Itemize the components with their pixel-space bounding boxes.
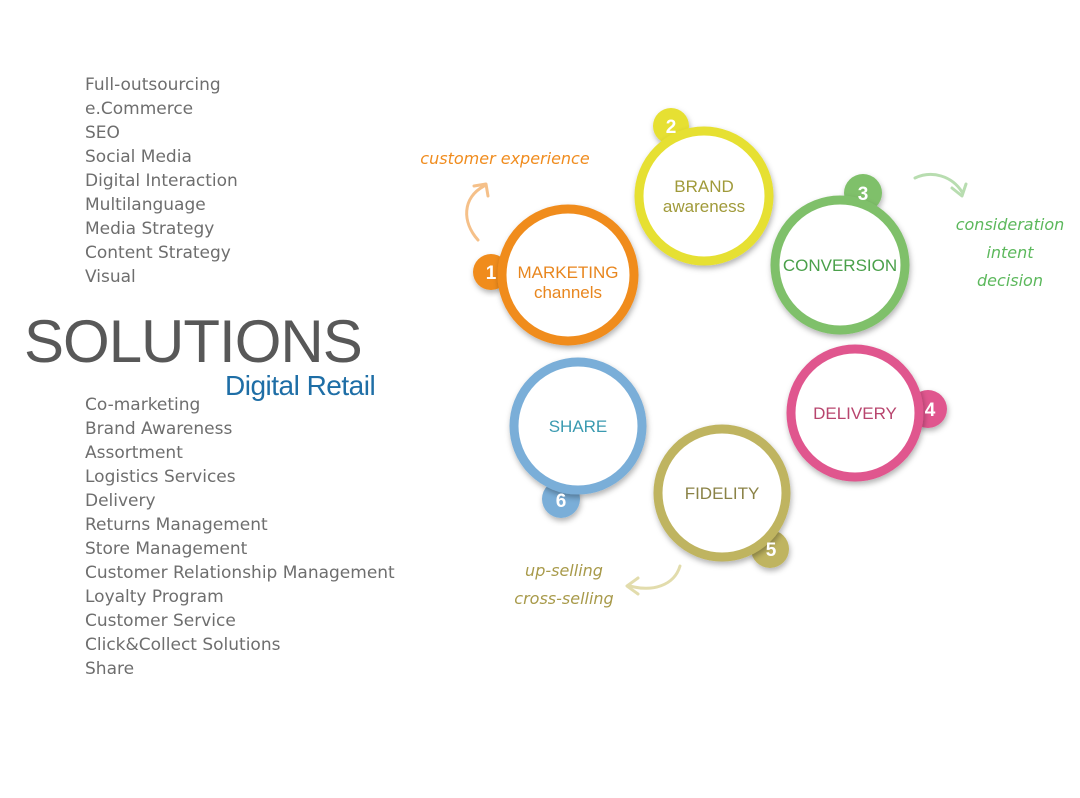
step-number-1: 1 — [486, 263, 497, 284]
note-intent: intent — [986, 243, 1034, 262]
list-item: Content Strategy — [85, 243, 231, 263]
arrowhead-conversion-icon — [950, 182, 968, 198]
step-ring-2 — [634, 126, 774, 266]
list-item: Store Management — [85, 539, 248, 559]
step-sublabel-1: channels — [534, 283, 602, 302]
step-label-4: DELIVERY — [813, 404, 897, 423]
list-item: Social Media — [85, 147, 192, 167]
step-conversion: 3 CONVERSION — [770, 174, 910, 335]
list-item: Returns Management — [85, 515, 268, 535]
note-cross-selling: cross-selling — [514, 589, 613, 608]
list-item: Share — [85, 659, 135, 679]
list-item: Assortment — [85, 443, 183, 463]
list-item: Customer Relationship Management — [85, 563, 395, 583]
list-item: e.Commerce — [85, 99, 194, 119]
step-marketing: 1 MARKETING channels — [473, 204, 639, 346]
solutions-subtitle: Digital Retail — [225, 370, 376, 401]
step-ring-6 — [509, 357, 647, 495]
arrow-fidelity-icon — [628, 564, 682, 590]
step-number-3: 3 — [858, 184, 869, 205]
arrow-conversion-icon — [913, 173, 964, 194]
step-sublabel-2: awareness — [663, 197, 745, 216]
list-item: Customer Service — [85, 611, 236, 631]
note-consideration: consideration — [956, 215, 1065, 234]
services-list-bottom: Co-marketing Brand Awareness Assortment … — [85, 393, 395, 681]
list-item: Delivery — [85, 491, 156, 511]
step-number-2: 2 — [666, 117, 677, 138]
arrowhead-fidelity-icon — [625, 576, 640, 596]
step-fidelity: 5 FIDELITY — [653, 424, 791, 568]
step-brand: 2 BRAND awareness — [634, 108, 774, 266]
step-number-4: 4 — [925, 400, 936, 421]
list-item: Brand Awareness — [85, 419, 233, 439]
services-list-top: Full-outsourcing e.Commerce SEO Social M… — [85, 73, 238, 289]
step-ring-1 — [497, 204, 639, 346]
list-item: Digital Interaction — [85, 171, 238, 191]
arrow-customer-experience-icon — [465, 184, 486, 242]
note-decision: decision — [977, 271, 1043, 290]
step-delivery: 4 DELIVERY — [786, 344, 947, 482]
step-ring-5 — [653, 424, 791, 562]
step-ring-3 — [770, 195, 910, 335]
step-number-6: 6 — [556, 491, 567, 512]
step-label-1: MARKETING — [517, 263, 618, 282]
list-item: Multilanguage — [85, 195, 206, 215]
arrowhead-customer-experience-icon — [472, 182, 490, 198]
step-number-5: 5 — [766, 540, 777, 561]
list-item: Media Strategy — [85, 219, 215, 239]
list-item: Loyalty Program — [85, 587, 224, 607]
solutions-title: SOLUTIONS — [24, 308, 363, 375]
list-item: Logistics Services — [85, 467, 236, 487]
step-label-5: FIDELITY — [685, 484, 760, 503]
list-item: Full-outsourcing — [85, 75, 221, 95]
list-item: Co-marketing — [85, 395, 201, 415]
note-up-selling: up-selling — [525, 561, 603, 580]
note-customer-experience: customer experience — [420, 149, 590, 168]
step-label-3: CONVERSION — [783, 256, 897, 275]
list-item: Click&Collect Solutions — [85, 635, 281, 655]
list-item: Visual — [85, 267, 136, 287]
step-share: 6 SHARE — [509, 357, 647, 518]
step-label-2: BRAND — [674, 177, 734, 196]
step-label-6: SHARE — [549, 417, 608, 436]
list-item: SEO — [85, 123, 120, 143]
step-ring-4 — [786, 344, 924, 482]
